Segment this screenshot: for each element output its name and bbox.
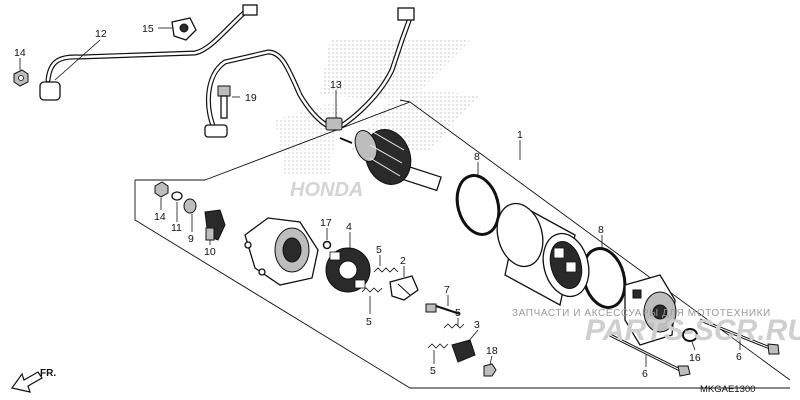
brush-holder (325, 247, 371, 293)
callout-1: 1 (517, 129, 523, 141)
cable-terminal-top (397, 7, 415, 21)
watermark-brand: PARTS-SCR.RU (585, 314, 800, 347)
brush-spring-d (427, 343, 449, 349)
callout-16: 16 (689, 352, 701, 364)
watermark-caption: ЗАПЧАСТИ И АКСЕССУАРЫ ДЛЯ МОТОТЕХНИКИ (512, 308, 771, 319)
bolt-19 (217, 85, 231, 119)
terminal-nut-lower (154, 181, 169, 198)
callout-15: 15 (142, 23, 154, 35)
honda-logo-watermark: HONDA (275, 40, 480, 201)
callout-5-a: 5 (376, 244, 382, 256)
brush-spring-a (373, 267, 399, 273)
brush-spring-c (443, 323, 465, 329)
starter-cable-harness (39, 4, 415, 138)
o-ring-front (455, 174, 501, 236)
callout-3: 3 (474, 319, 480, 331)
site-watermark: ЗАПЧАСТИ И АКСЕССУАРЫ ДЛЯ МОТОТЕХНИКИ PA… (512, 308, 800, 347)
motor-yoke (496, 202, 590, 306)
brush-spring-b (361, 287, 383, 293)
front-direction-arrow: FR. (10, 368, 56, 393)
cable-boot-left (39, 81, 61, 101)
cable-clip (171, 17, 197, 41)
front-direction-label: FR. (40, 368, 56, 379)
callout-17: 17 (320, 217, 332, 229)
callout-8-rear: 8 (598, 224, 604, 236)
brush-set (389, 275, 419, 301)
cable-clamp (325, 117, 343, 131)
callout-5-b: 5 (366, 316, 372, 328)
leader-lines (19, 27, 741, 367)
armature (339, 129, 442, 192)
callout-18: 18 (486, 345, 498, 357)
callout-11: 11 (171, 222, 182, 234)
callout-9: 9 (188, 233, 194, 245)
callout-2: 2 (400, 255, 406, 267)
callout-6-upper: 6 (736, 351, 742, 363)
callout-10: 10 (204, 246, 216, 258)
insulator (183, 198, 197, 214)
callout-5-d: 5 (430, 365, 436, 377)
diagram-code: MKGAE1300 (700, 384, 755, 395)
callout-7: 7 (444, 284, 450, 296)
callouts: 14 12 15 19 13 1 8 8 14 11 9 10 17 4 5 2… (14, 23, 742, 380)
washer (171, 191, 183, 201)
callout-14-lower: 14 (154, 211, 166, 223)
callout-13: 13 (330, 79, 342, 91)
o-ring-small (682, 328, 698, 342)
terminal-bolt-7 (425, 303, 461, 315)
callout-12: 12 (95, 28, 107, 40)
brush-3 (451, 339, 476, 363)
callout-8-front: 8 (474, 151, 480, 163)
cable-eyelet (204, 124, 228, 138)
callout-6-lower: 6 (642, 368, 648, 380)
rear-cover (624, 274, 677, 346)
o-ring-tiny (322, 240, 332, 250)
nut-upper (13, 69, 29, 87)
cable-end-top-left (242, 4, 258, 16)
front-cover (244, 217, 319, 286)
screw-18 (483, 363, 497, 377)
through-bolt-lower (609, 333, 691, 377)
callout-14-upper: 14 (14, 47, 26, 59)
callout-19: 19 (245, 92, 257, 104)
through-bolt-upper (699, 318, 780, 355)
callout-4: 4 (346, 221, 352, 233)
callout-5-c: 5 (455, 307, 461, 319)
honda-logo-lettering: HONDA (290, 179, 363, 201)
terminal-bolt (204, 209, 226, 241)
